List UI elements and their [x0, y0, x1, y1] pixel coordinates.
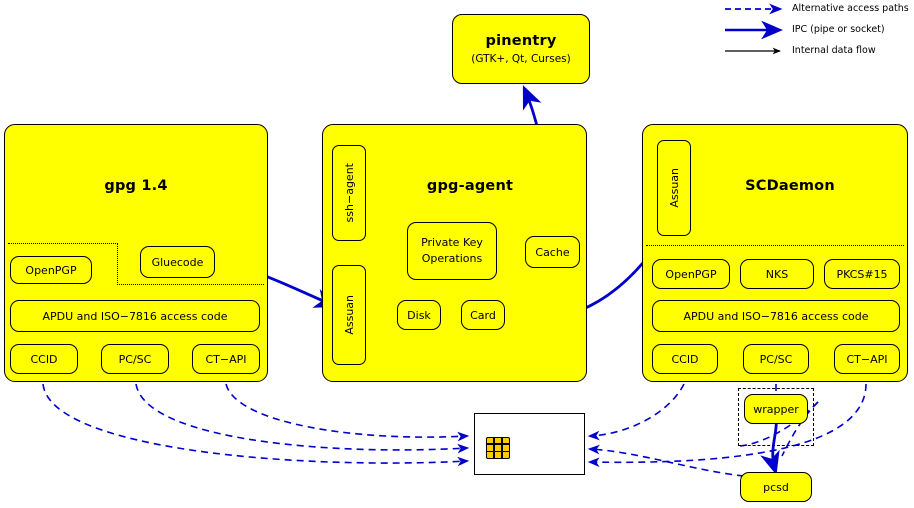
gpg-agent-title: gpg-agent	[426, 178, 514, 194]
scdaemon-app-pkcs15[interactable]: PKCS#15	[824, 259, 900, 289]
scdaemon-app-openpgp[interactable]: OpenPGP	[652, 259, 730, 289]
alt-scd-ccid-to-card	[587, 383, 685, 441]
gpg-agent-cache-box[interactable]: Cache	[525, 236, 580, 268]
gpg-apdu-box[interactable]: APDU and ISO−7816 access code	[10, 300, 260, 332]
gpg-agent-disk-box[interactable]: Disk	[397, 300, 441, 330]
scdaemon-assuan-label: Assuan	[667, 168, 681, 208]
gpg-title: gpg 1.4	[104, 178, 168, 194]
gpg-dotted-divider	[117, 284, 264, 285]
scdaemon-assuan-box[interactable]: Assuan	[657, 140, 691, 236]
gpg-driver-pcsc[interactable]: PC/SC	[101, 344, 169, 374]
legend-label-ipc: IPC (pipe or socket)	[792, 24, 885, 35]
pinentry-subtitle: (GTK+, Qt, Curses)	[471, 52, 571, 65]
legend-label-alt-paths: Alternative access paths	[792, 3, 909, 14]
pinentry-box[interactable]: pinentry (GTK+, Qt, Curses)	[452, 14, 590, 84]
pcscd-box[interactable]: pcsd	[740, 472, 812, 502]
scdaemon-driver-ctapi[interactable]: CT−API	[834, 344, 900, 374]
pinentry-title: pinentry	[485, 32, 557, 49]
gpg-gluecode-box[interactable]: Gluecode	[140, 246, 215, 278]
alt-gpg-pcsc-to-card	[135, 383, 470, 454]
scdaemon-app-nks[interactable]: NKS	[740, 259, 814, 289]
alt-scd-ctapi-to-card	[587, 383, 867, 467]
gpg-openpgp-box[interactable]: OpenPGP	[10, 256, 92, 284]
smartcard-chip-icon	[486, 437, 510, 459]
gpg-driver-ccid[interactable]: CCID	[10, 344, 78, 374]
scdaemon-driver-pcsc[interactable]: PC/SC	[743, 344, 809, 374]
gpg-driver-ctapi[interactable]: CT−API	[192, 344, 260, 374]
legend-label-internal-flow: Internal data flow	[792, 45, 876, 56]
scdaemon-driver-ccid[interactable]: CCID	[652, 344, 718, 374]
scdaemon-title: SCDaemon	[745, 178, 835, 194]
gpg-agent-ssh-agent-box[interactable]: ssh−agent	[332, 145, 366, 241]
alt-gpg-ccid-to-card	[42, 383, 470, 467]
alt-gpg-ctapi-to-card	[225, 383, 470, 442]
gpg-agent-ssh-agent-label: ssh−agent	[342, 163, 356, 223]
scdaemon-dotted-divider	[646, 245, 904, 246]
scdaemon-apdu-box[interactable]: APDU and ISO−7816 access code	[652, 300, 900, 332]
pko-line-2: Operations	[421, 252, 483, 265]
alt-pcscd-to-card	[587, 444, 745, 477]
gpg-agent-assuan-box[interactable]: Assuan	[332, 265, 366, 365]
gpg-openpgp-dotted-region	[8, 243, 118, 285]
gpg-agent-assuan-label: Assuan	[342, 295, 356, 335]
gpg-agent-card-box[interactable]: Card	[461, 300, 505, 330]
gpg-agent-private-key-operations-box[interactable]: Private Key Operations	[407, 222, 497, 280]
pko-line-1: Private Key	[421, 236, 483, 250]
gpg-container[interactable]	[4, 124, 268, 382]
wrapper-dashed-group	[738, 388, 814, 446]
wrapper-box[interactable]: wrapper	[744, 394, 808, 424]
